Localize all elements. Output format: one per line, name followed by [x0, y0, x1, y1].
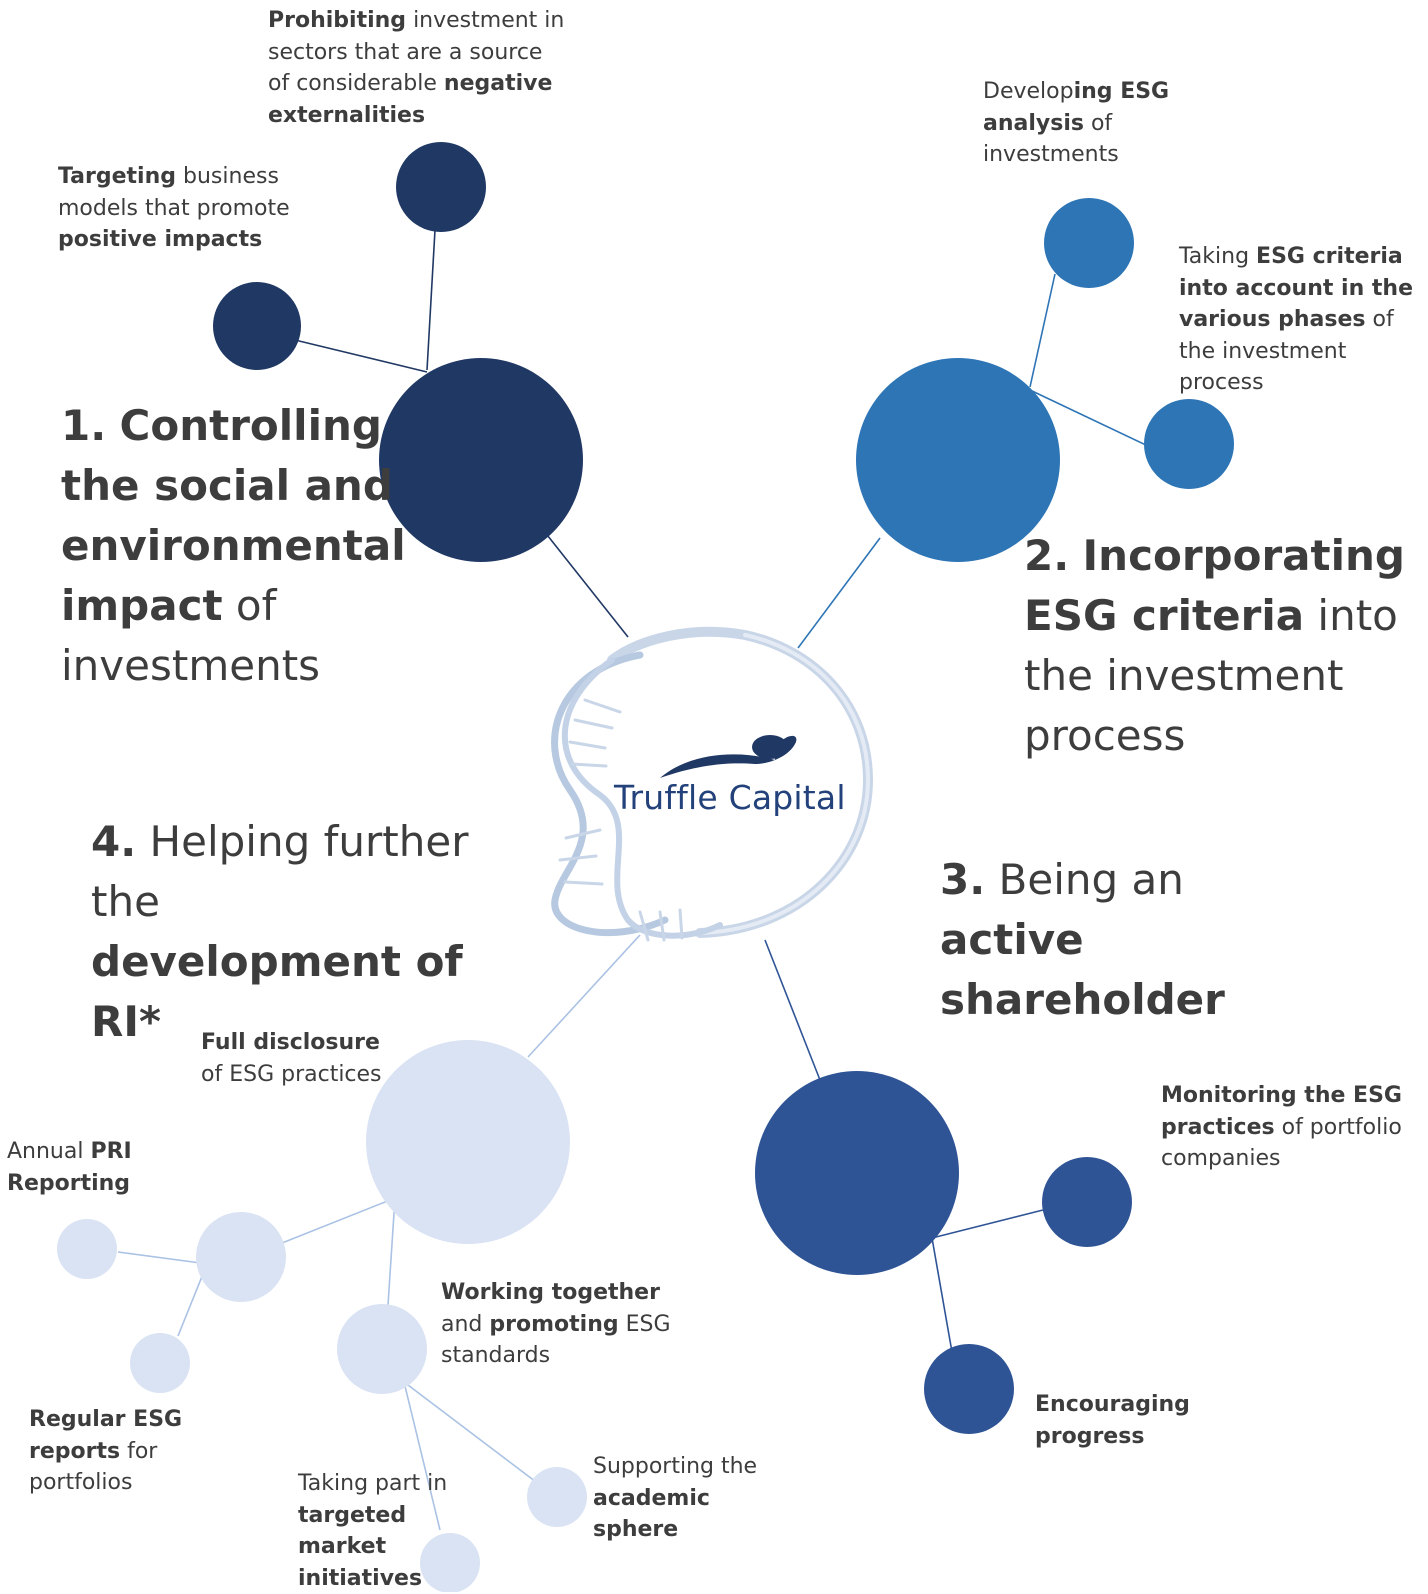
regular-esg-label: Regular ESG reports for portfolios [29, 1407, 183, 1495]
regular-esg-circle [130, 1333, 190, 1393]
connector-p3-center [764, 939, 821, 1081]
working-together-circle [337, 1304, 427, 1394]
connector-p1-center [539, 525, 629, 638]
pillar-1-label: 1. Controlling the social and environmen… [61, 401, 406, 690]
pillar-3-circle [755, 1071, 959, 1275]
annual-pri-label: Annual PRI Reporting [7, 1139, 132, 1196]
encouraging-label: Encouraging progress [1035, 1392, 1190, 1449]
supporting-label: Supporting the academic sphere [593, 1454, 758, 1542]
connector-p2-developing [1029, 273, 1056, 388]
pillar-2-label: 2. Incorporating ESG criteria into the i… [1024, 531, 1405, 760]
connector-pri-annual [117, 1251, 209, 1265]
dna-helix-icon [551, 626, 874, 942]
truffle-swoosh-icon [660, 735, 797, 778]
pillar-4-label: 4. Helping further the development of RI… [91, 817, 469, 1046]
prohibiting-label: Prohibiting investment in sectors that a… [268, 8, 565, 128]
connector-p4-pri [271, 1197, 396, 1248]
prohibiting-circle [396, 142, 486, 232]
pillar-1-circle [379, 358, 583, 562]
full-disclosure-label: Full disclosure of ESG practices [201, 1030, 382, 1087]
monitoring-circle [1042, 1157, 1132, 1247]
connector-p2-taking [1029, 389, 1149, 447]
logo-text: Truffle Capital [614, 778, 846, 817]
pillar-2-circle [856, 358, 1060, 562]
pillar-4-circle [366, 1040, 570, 1244]
connector-p3-encouraging [931, 1237, 953, 1353]
taking-part-label: Taking part in targeted market initiativ… [298, 1471, 448, 1591]
developing-circle [1044, 198, 1134, 288]
pri-hub-circle [196, 1212, 286, 1302]
connector-p1-targeting [294, 339, 428, 373]
targeting-circle [213, 282, 301, 370]
annual-pri-circle [57, 1219, 117, 1279]
taking-esg-circle [1144, 399, 1234, 489]
connector-p2-center [797, 537, 881, 649]
pillar-3-label: 3. Being an active shareholder [940, 855, 1225, 1024]
connector-working-market [403, 1381, 441, 1531]
connector-p3-monitoring [931, 1209, 1044, 1239]
encouraging-circle [924, 1344, 1014, 1434]
connector-p4-center [527, 934, 641, 1058]
connector-p1-prohibiting [426, 229, 436, 371]
connector-p4-working [387, 1197, 396, 1306]
academic-circle [527, 1467, 587, 1527]
monitoring-label: Monitoring the ESG practices of portfoli… [1161, 1083, 1402, 1171]
connector-working-academic [403, 1381, 541, 1486]
nodes [57, 142, 1234, 1592]
market-initiatives-circle [420, 1533, 480, 1592]
developing-label: Developing ESG analysis of investments [983, 79, 1170, 167]
taking-esg-label: Taking ESG criteria into account in the … [1179, 244, 1413, 395]
connector-lines [117, 229, 1149, 1531]
targeting-label: Targeting business models that promote p… [58, 164, 290, 252]
working-together-label: Working together and promoting ESG stand… [441, 1280, 671, 1368]
